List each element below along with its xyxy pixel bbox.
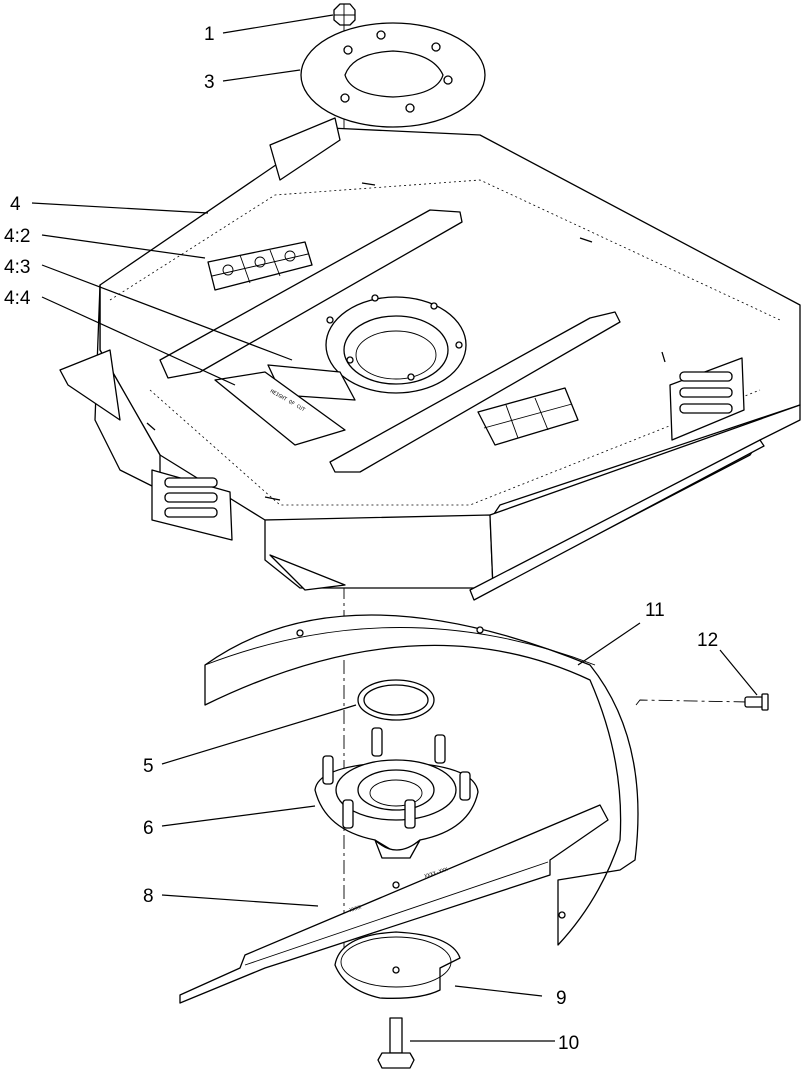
nut-part bbox=[333, 3, 356, 26]
blade-guard-part bbox=[204, 614, 639, 946]
height-of-cut-decal-4-4: HEIGHT OF CUT bbox=[214, 371, 346, 446]
warning-decal-right bbox=[477, 387, 579, 446]
callout-3: 3 bbox=[204, 72, 215, 93]
warning-decal-4-2 bbox=[207, 241, 313, 291]
callout-12: 12 bbox=[697, 630, 718, 651]
mower-deck-part bbox=[59, 117, 801, 601]
small-bolt-part bbox=[744, 693, 769, 711]
callout-9: 9 bbox=[556, 988, 567, 1009]
callout-4: 4 bbox=[10, 194, 21, 215]
callout-5: 5 bbox=[143, 756, 154, 777]
callout-labels: 1 3 4 4:2 4:3 4:4 5 6 8 9 10 11 12 bbox=[4, 24, 718, 1054]
bolt-axis bbox=[635, 699, 749, 706]
callout-6: 6 bbox=[143, 818, 154, 839]
ring-part bbox=[357, 679, 435, 721]
leader-lines bbox=[31, 14, 758, 1042]
cup-washer-part bbox=[334, 931, 461, 999]
callout-11: 11 bbox=[645, 600, 665, 621]
callout-4-3: 4:3 bbox=[4, 257, 30, 278]
blade-marking-a: XXXX bbox=[349, 904, 362, 913]
callout-4-4: 4:4 bbox=[4, 288, 31, 309]
bottom-bolt-part bbox=[377, 1017, 415, 1069]
spindle-housing-part bbox=[314, 727, 479, 859]
retaining-plate-part bbox=[300, 22, 486, 128]
callout-4-2: 4:2 bbox=[4, 226, 30, 247]
callout-10: 10 bbox=[558, 1033, 579, 1054]
callout-8: 8 bbox=[143, 886, 154, 907]
callout-1: 1 bbox=[204, 24, 215, 45]
